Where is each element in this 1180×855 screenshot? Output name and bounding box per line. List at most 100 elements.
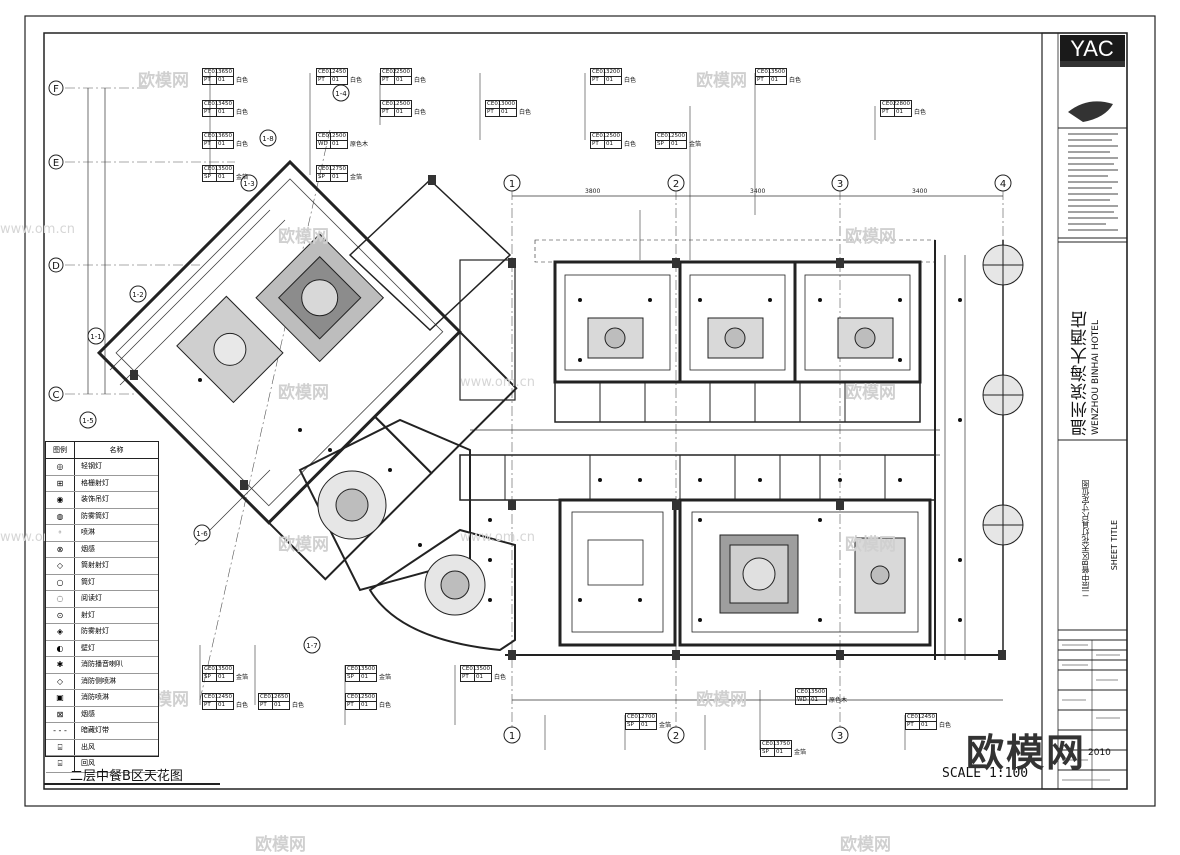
tag-height: 3500 xyxy=(218,166,232,172)
tag-height: 3500 xyxy=(218,666,232,672)
legend-label: 轻钢灯 xyxy=(81,462,102,470)
legend-row: ◌阅读灯 xyxy=(46,591,158,608)
legend-row: ◉ 装饰吊灯 xyxy=(46,492,158,509)
legend-label: 格栅射灯 xyxy=(81,478,109,487)
tag-material: PT xyxy=(203,77,217,84)
svg-text:C: C xyxy=(53,390,60,401)
legend-row: ◎轻钢灯 xyxy=(46,459,158,476)
tag-height: 3500 xyxy=(476,666,490,672)
tag-material: SP xyxy=(761,749,775,756)
tag-number: 01 xyxy=(218,174,225,180)
svg-text:4: 4 xyxy=(1000,179,1006,190)
grid-bubble-col-1-bottom: 1 xyxy=(503,726,521,744)
tag-number: 01 xyxy=(218,141,225,147)
grid-bubble-1-6: 1-6 xyxy=(193,524,211,542)
legend-label: 筒灯 xyxy=(81,577,95,586)
legend-symbol-icon: ◌ xyxy=(46,591,75,607)
watermark: 欧模网 xyxy=(696,71,747,91)
tag-height: 3200 xyxy=(606,69,620,75)
tag-note: 白色 xyxy=(414,77,427,84)
tag-note: 白色 xyxy=(494,674,507,681)
watermark-url: www.om.cn xyxy=(460,530,535,545)
tag-material: PT xyxy=(881,109,895,116)
tag-code: CE01 xyxy=(347,694,362,701)
tag-note: 白色 xyxy=(350,77,363,84)
legend-label: 装饰吊灯 xyxy=(81,495,109,503)
grid-bubble-1-4: 1-4 xyxy=(332,84,350,102)
brand-watermark: 欧模网 xyxy=(966,731,1087,775)
corridor xyxy=(459,454,936,501)
tag-height: 2500 xyxy=(332,133,346,139)
svg-text:1-1: 1-1 xyxy=(90,333,101,341)
tag-note: 白色 xyxy=(519,109,532,116)
tag-code: CE01 xyxy=(204,694,219,701)
legend-symbol-icon: ◇ xyxy=(46,558,75,574)
east-facade-columns xyxy=(534,239,1024,660)
tag-material: PT xyxy=(486,109,500,116)
tag-code: CE01 xyxy=(797,689,812,696)
legend-label: 消防喷淋 xyxy=(81,693,109,701)
dim-bay-2: 3400 xyxy=(750,188,765,195)
svg-text:3: 3 xyxy=(837,179,843,190)
tag-code: CE01 xyxy=(487,101,502,108)
legend-table: 图例 名称 ◎轻钢灯⊞格栅射灯◉装饰吊灯◍防雾筒灯◦喷淋⊗烟感◇筒射射灯○筒灯◌… xyxy=(45,441,159,773)
legend-row: ○筒灯 xyxy=(46,574,158,591)
svg-text:1-4: 1-4 xyxy=(335,90,347,98)
tag-note: 金箔 xyxy=(659,722,672,729)
tag-material: SP xyxy=(656,141,670,148)
tag-note: 白色 xyxy=(292,702,305,709)
legend-symbol-icon: ⊗ xyxy=(46,541,75,557)
watermark: 欧模网 xyxy=(696,690,747,710)
watermark: 欧模网 xyxy=(845,383,896,403)
svg-text:1-6: 1-6 xyxy=(196,530,208,538)
tag-material: PT xyxy=(203,109,217,116)
legend-symbol-icon: ◦ xyxy=(46,525,75,541)
tag-height: 3500 xyxy=(811,689,825,695)
legend-label: 防雾筒灯 xyxy=(81,511,109,520)
legend-row: ⊠烟感 xyxy=(46,706,158,723)
tag-material: PT xyxy=(381,77,395,84)
title-block: YAC xyxy=(1041,32,1128,790)
tag-height: 3500 xyxy=(771,69,785,75)
legend-row: ✱消防播音喇叭 xyxy=(46,657,158,674)
tag-code: CE01 xyxy=(907,714,922,721)
legend-label: 回风 xyxy=(81,759,95,767)
tag-height: 2500 xyxy=(396,101,410,107)
tag-material: PT xyxy=(317,77,331,84)
tag-note: 金箔 xyxy=(236,674,249,681)
tag-code: CE01 xyxy=(260,694,275,701)
tag-code: CE01 xyxy=(204,666,219,673)
dim-bay-1: 3800 xyxy=(585,188,600,195)
svg-text:1-2: 1-2 xyxy=(132,291,143,299)
tag-note: 白色 xyxy=(236,702,249,709)
tag-material: SP xyxy=(626,722,640,729)
grid-bubble-1-8: 1-8 xyxy=(259,129,277,147)
legend-symbol-icon: ◉ xyxy=(46,492,75,508)
tag-material: SP xyxy=(346,674,360,681)
tag-number: 01 xyxy=(476,674,483,680)
legend-symbol-icon: ◈ xyxy=(46,624,75,640)
legend-symbol-icon: ⊠ xyxy=(46,706,75,722)
legend-label: 出风 xyxy=(81,742,95,751)
drawing-title: 二层中餐B区天花图 xyxy=(70,769,183,784)
legend-row: ◦喷淋 xyxy=(46,525,158,542)
watermark: 欧模网 xyxy=(278,535,329,555)
grid-bubble-row-e: E xyxy=(48,154,64,170)
grid-bubbles: F E D C 1 2 3 4 1 2 3 xyxy=(48,80,1012,744)
project-name-en: WENZHOU BINHAI HOTEL xyxy=(1091,320,1101,435)
grid-bubble-1-5: 1-5 xyxy=(79,411,97,429)
tag-material: PT xyxy=(259,702,273,709)
legend-symbol-icon: ✱ xyxy=(46,657,75,673)
legend-row: ▣消防喷淋 xyxy=(46,690,158,707)
outer-frame xyxy=(24,15,1156,807)
tag-height: 3450 xyxy=(218,101,232,107)
tag-note: 白色 xyxy=(236,77,249,84)
